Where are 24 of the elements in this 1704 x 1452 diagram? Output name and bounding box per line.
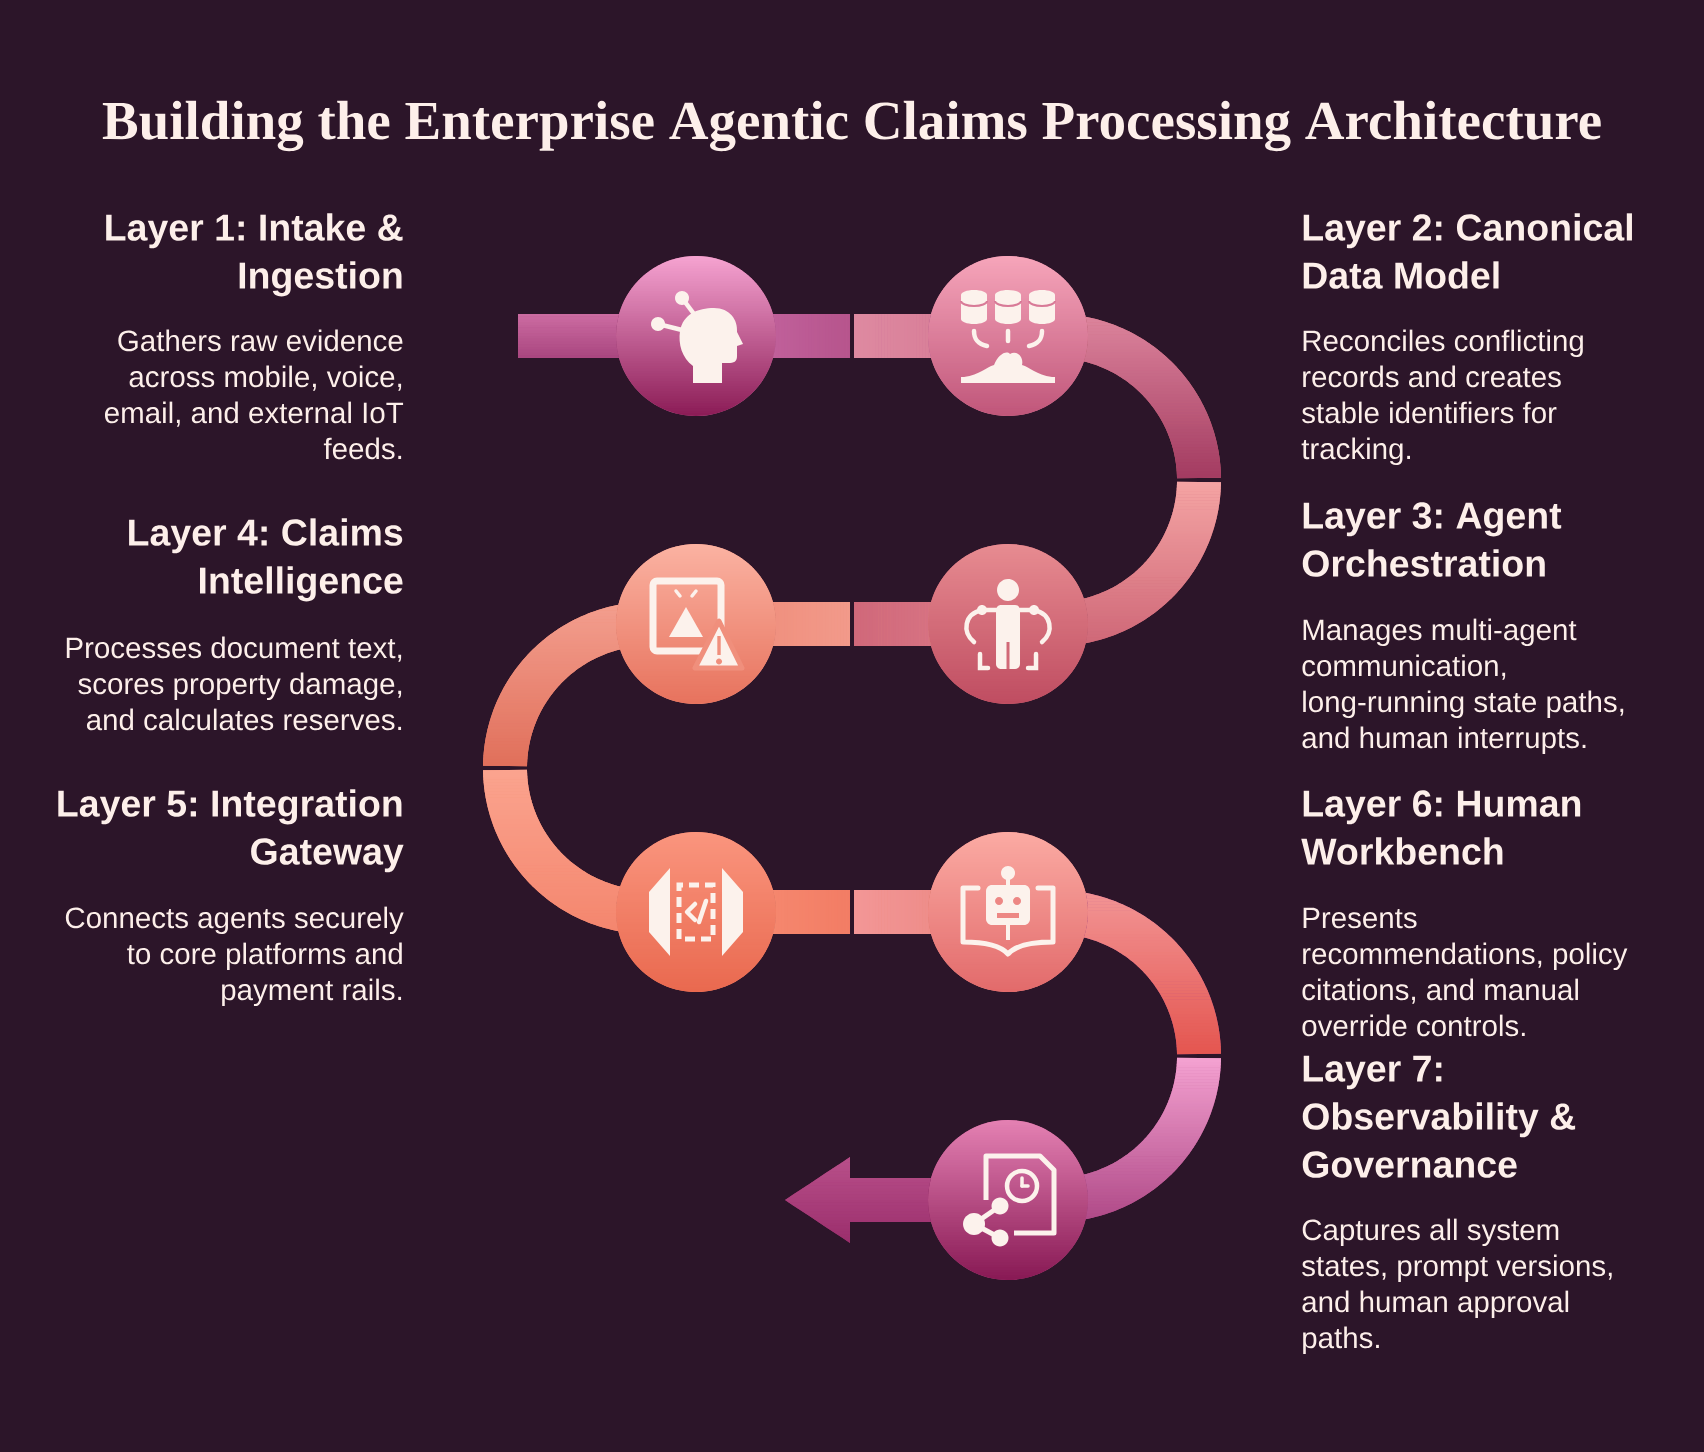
connector-band (483, 604, 621, 932)
layer-heading: Layer 7: Observability & Governance (1302, 1055, 1576, 1178)
layer-description: Reconciles conflicting records and creates stable identifiers for tracking. (1301, 329, 1583, 466)
layer-circle (928, 1120, 1088, 1280)
arrow (785, 1157, 932, 1243)
connector-band (772, 890, 932, 934)
layer-description: Gathers raw evidence across mobile, voice, email, and external IoT feeds. (105, 329, 404, 460)
connector-band (1083, 316, 1221, 644)
layer-description: Processes document text, scores property damage, and calculates reserves. (66, 636, 402, 731)
connector-band (1083, 892, 1221, 1220)
layer-heading: Layer 5: Integration Gateway (58, 789, 404, 873)
connector-band (772, 314, 932, 358)
layer-description: Presents recommendations, policy citations, and manual override controls. (1302, 907, 1628, 1037)
connector-band (772, 602, 932, 646)
title: Building the Enterprise Agentic Claims Processing Architecture (102, 100, 1601, 152)
layer-description: Manages multi-agent communication, long-running state paths, and human interrupts. (1302, 618, 1624, 755)
layer-heading: Layer 2: Canonical Data Model (1303, 213, 1632, 289)
layer-heading: Layer 4: Claims Intelligence (129, 518, 403, 602)
layer-heading: Layer 6: Human Workbench (1301, 790, 1581, 865)
layer-heading: Layer 3: Agent Orchestration (1302, 502, 1562, 577)
layer-description: Captures all system states, prompt versions, and human approval paths. (1302, 1218, 1612, 1355)
connector-band (518, 314, 620, 358)
layer-heading: Layer 1: Intake & Ingestion (106, 213, 403, 297)
layer-description: Connects agents securely to core platforms and payment rails. (65, 906, 404, 1007)
